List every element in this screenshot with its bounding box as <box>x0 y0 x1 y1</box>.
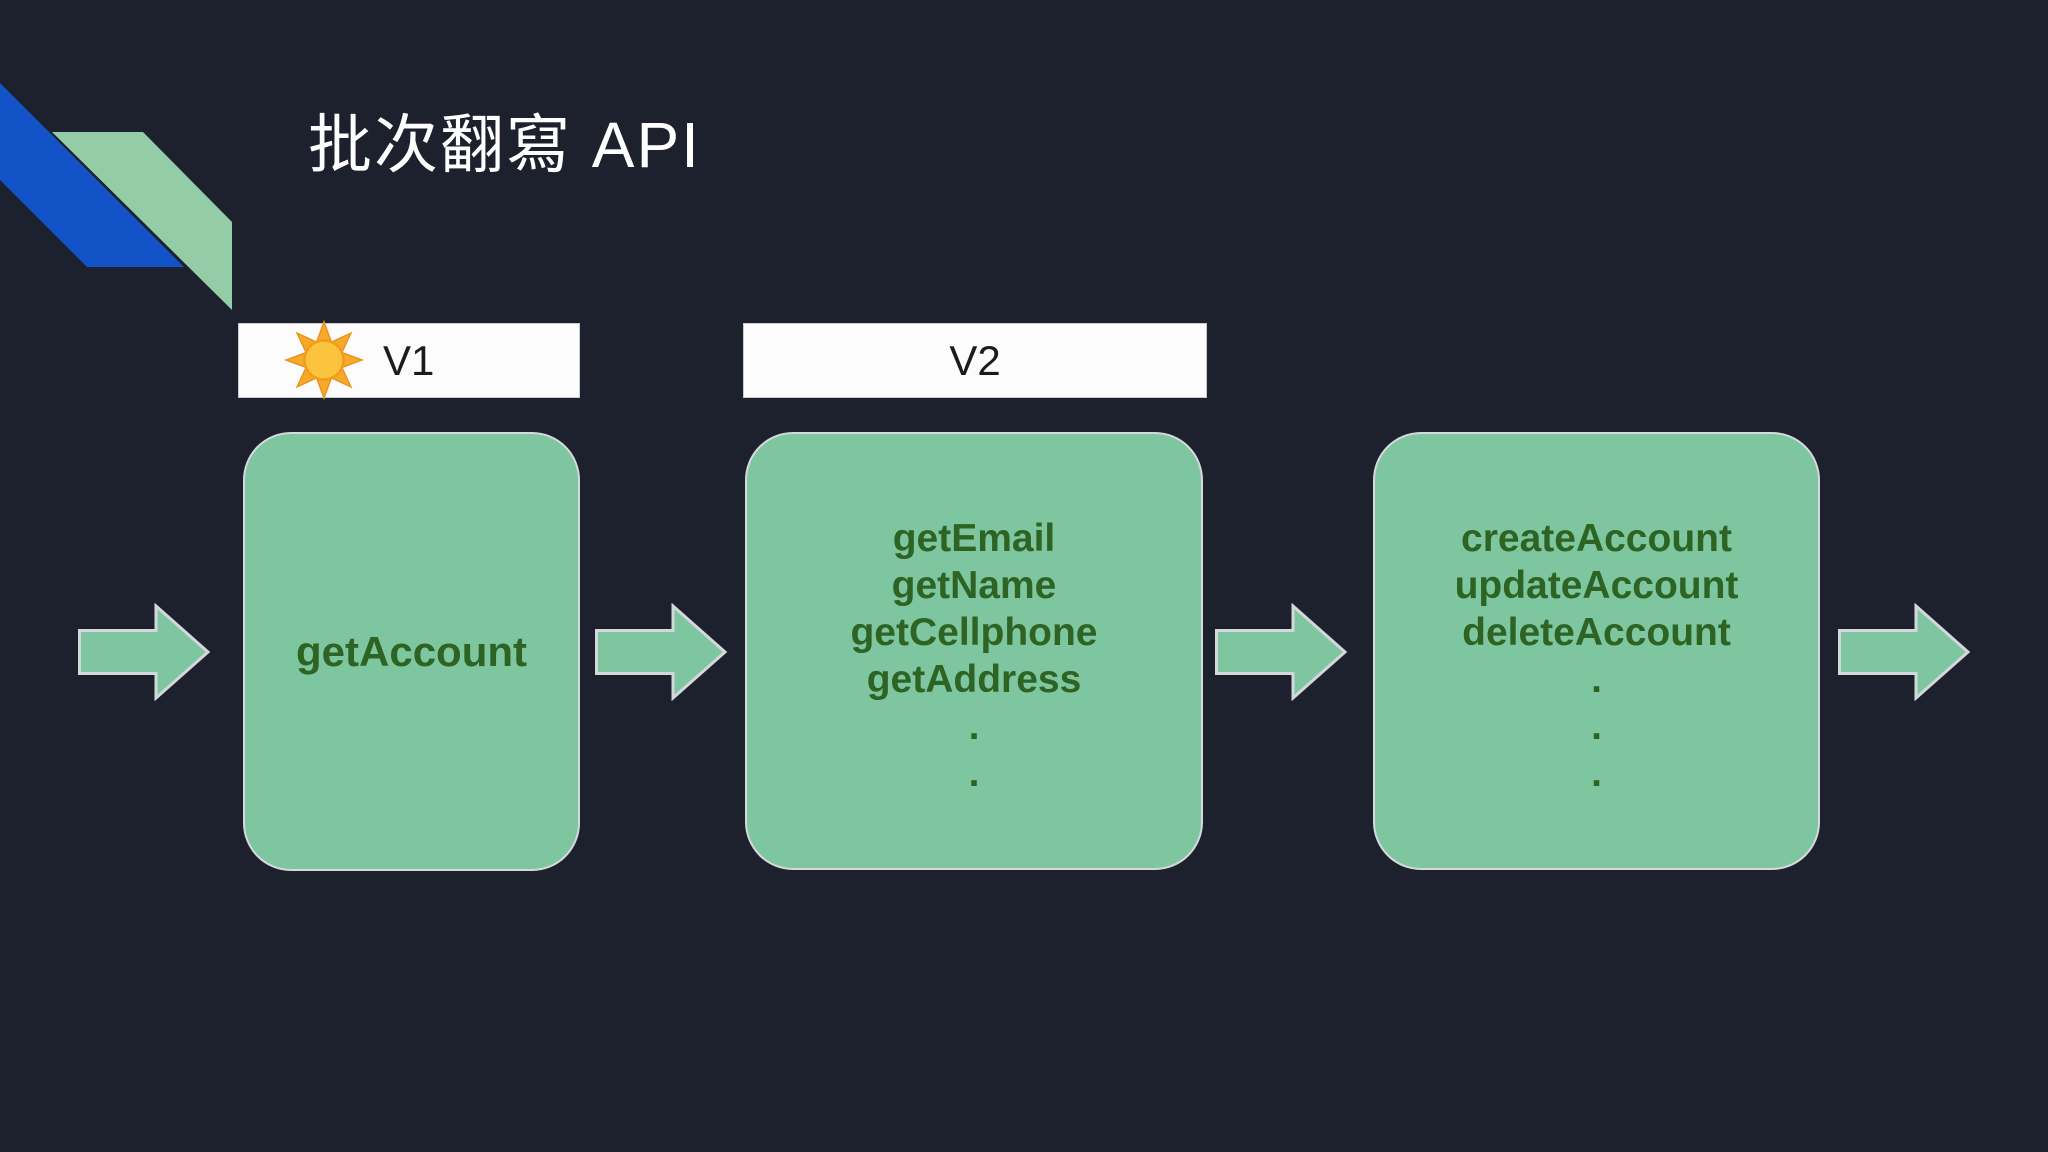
version-label-text: V2 <box>949 336 1001 384</box>
version-label-text: V1 <box>383 336 435 384</box>
page-title: 批次翻寫 API <box>308 109 701 181</box>
flow-arrow-1 <box>78 602 211 702</box>
sun-icon <box>283 319 365 401</box>
flow-box-text: getAccount <box>296 628 527 675</box>
version-label-v2: V2 <box>743 323 1207 398</box>
version-label-v1: V1 <box>238 319 580 401</box>
blue-ribbon <box>0 83 184 267</box>
arrow-right-icon <box>595 602 728 702</box>
flow-arrow-3 <box>1215 602 1348 702</box>
arrow-right-icon <box>78 602 211 702</box>
flow-box-account-methods: createAccount updateAccount deleteAccoun… <box>1373 432 1820 870</box>
flow-box-get-methods: getEmail getName getCellphone getAddress… <box>745 432 1203 870</box>
flow-arrow-4 <box>1838 602 1971 702</box>
flow-box-text: getEmail getName getCellphone getAddress… <box>850 517 1098 795</box>
flow-box-text: createAccount updateAccount deleteAccoun… <box>1454 517 1739 795</box>
flow-arrow-2 <box>595 602 728 702</box>
corner-ribbon-decoration <box>0 83 232 310</box>
flow-box-getaccount: getAccount <box>243 432 580 871</box>
arrow-right-icon <box>1838 602 1971 702</box>
green-ribbon <box>52 132 232 310</box>
arrow-right-icon <box>1215 602 1348 702</box>
